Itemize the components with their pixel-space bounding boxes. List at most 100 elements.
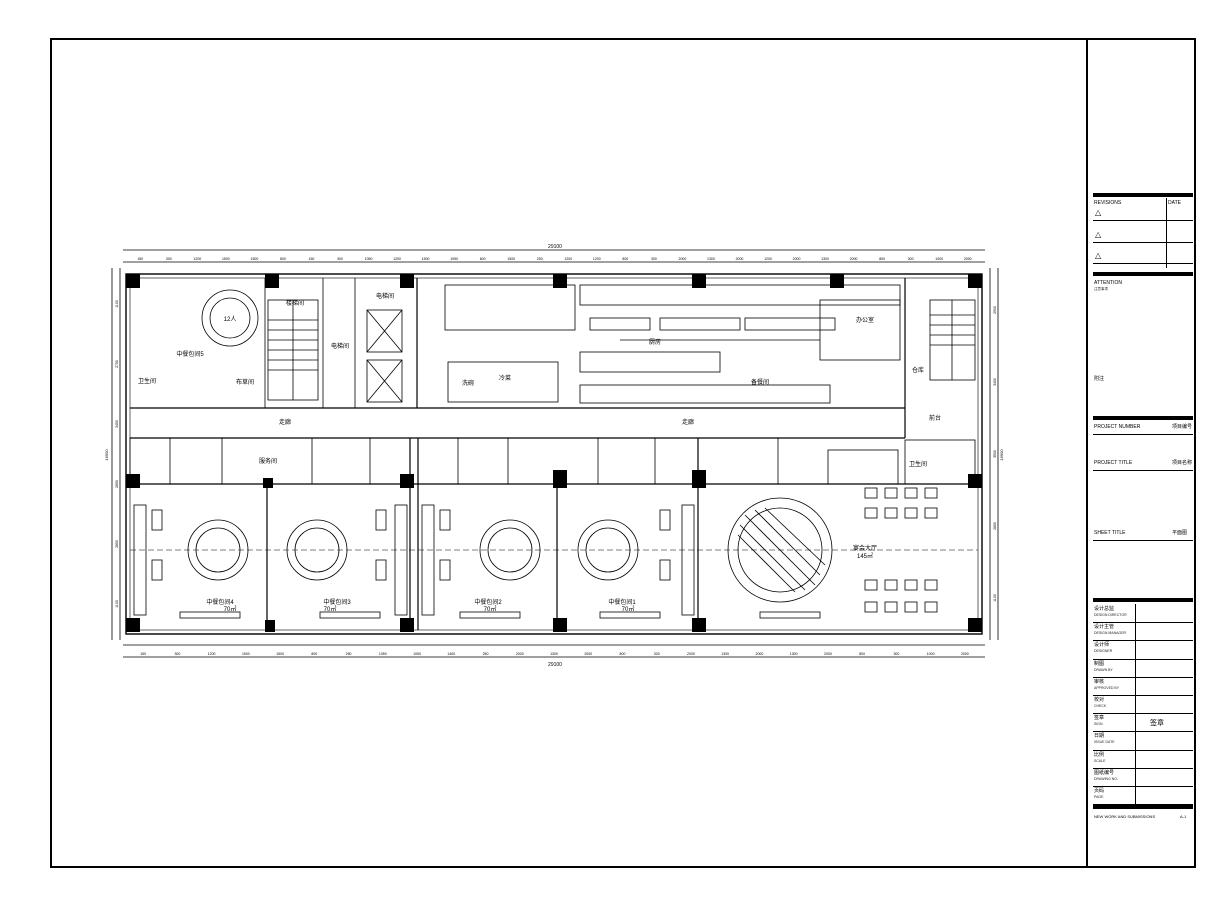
revisions-label: REVISIONS xyxy=(1094,200,1122,206)
approval-row-sublabel: DESIGN MANAGER xyxy=(1094,631,1127,636)
room-label-room-4: 中餐包间1 xyxy=(608,598,636,606)
dimension-label: 2850 xyxy=(115,540,119,548)
dimension-label: 2000 xyxy=(736,257,744,261)
divider xyxy=(1093,193,1193,197)
approval-row-sublabel: CHECK xyxy=(1094,704,1107,708)
drawing-border xyxy=(50,38,1196,868)
dimension-label: 1500 xyxy=(251,257,259,261)
approval-row-label: 日期 xyxy=(1094,733,1105,740)
dimension-label: 1300 xyxy=(707,257,715,261)
project-title-value: 项目名称 xyxy=(1172,460,1193,466)
room-label-room-3: 中餐包间2 xyxy=(474,598,502,606)
dimension-label: 300 xyxy=(651,257,657,261)
divider xyxy=(1093,416,1193,420)
dimension-label: 1500 xyxy=(276,652,284,656)
dimension-label: 1050 xyxy=(450,257,458,261)
dimension-label: 150 xyxy=(140,652,146,656)
approval-row-label: 比例 xyxy=(1094,751,1105,758)
room-label-service: 服务间 xyxy=(259,457,277,465)
attention-sub: 注意事项 xyxy=(1094,287,1108,291)
dimension-label: 1050 xyxy=(413,652,421,656)
dimension-label: 250 xyxy=(346,652,352,656)
dimension-label: 2000 xyxy=(584,652,592,656)
dimension-label: 250 xyxy=(537,257,543,261)
approval-row-label: 图纸编号 xyxy=(1094,769,1115,776)
dimension-label: 2000 xyxy=(793,257,801,261)
room-label-office: 办公室 xyxy=(856,316,874,324)
dimension-label: 3450 xyxy=(115,420,119,428)
dimension-label: 1200 xyxy=(208,652,216,656)
dimension-label: 300 xyxy=(654,652,660,656)
dimension-label: 800 xyxy=(859,652,865,656)
dimension-label: 2750 xyxy=(115,360,119,368)
overall-height-right: 16900 xyxy=(999,449,1004,461)
project-title-label: PROJECT TITLE xyxy=(1094,460,1133,466)
overall-height-left: 16900 xyxy=(104,449,109,461)
dimension-label: 1400 xyxy=(447,652,455,656)
room-label-vip-top-left: 中餐包间5 xyxy=(176,350,204,358)
footer-code: A-1 xyxy=(1180,814,1187,819)
room-label-corridor-right: 走廊 xyxy=(682,418,694,426)
project-number-value: 项目编号 xyxy=(1172,424,1193,430)
approval-row-sublabel: ISSUE DATE xyxy=(1094,740,1115,745)
approval-row-label: 设计师 xyxy=(1094,642,1110,649)
divider xyxy=(1093,598,1193,602)
dimension-label: 800 xyxy=(311,652,317,656)
approval-row-sublabel: SCALE xyxy=(1094,758,1106,763)
dimension-label: 300 xyxy=(166,257,172,261)
dimension-label: 2850 xyxy=(993,522,997,530)
room-label-cold: 冷菜 xyxy=(499,374,511,382)
dimension-label: 150 xyxy=(309,257,315,261)
room-label-wash: 洗碗 xyxy=(462,379,474,387)
dimension-label: 300 xyxy=(908,257,914,261)
title-block: REVISIONS DATE △ △ △ ATTENTION 注意事项 附注 P… xyxy=(1086,38,1196,868)
dimension-label: 2000 xyxy=(961,652,969,656)
dimension-label: 300 xyxy=(893,652,899,656)
room-area-room-4: 70㎡ xyxy=(622,605,635,613)
dimension-label: 2000 xyxy=(850,257,858,261)
room-label-room-1: 中餐包间4 xyxy=(206,598,234,606)
approval-row-sublabel: PAGE xyxy=(1094,795,1104,799)
signature-stamp: 签章 xyxy=(1150,720,1164,727)
room-area-room-3: 70㎡ xyxy=(484,605,497,613)
room-label-front: 前台 xyxy=(929,414,941,422)
dimension-label: 2900 xyxy=(993,306,997,314)
dimension-label: 2000 xyxy=(679,257,687,261)
dimension-label: 300 xyxy=(337,257,343,261)
dimension-label: 1200 xyxy=(764,257,772,261)
approval-row-sublabel: DESIGNER xyxy=(1094,649,1113,654)
dimension-label: 1500 xyxy=(507,257,515,261)
dimension-label: 800 xyxy=(620,652,626,656)
room-area-room-2: 70㎡ xyxy=(324,605,337,613)
approval-row-sublabel: APPROVED BY xyxy=(1094,685,1120,690)
room-label-linen: 布草间 xyxy=(236,378,254,386)
dimension-label: 1100 xyxy=(115,300,119,308)
room-label-room-2: 中餐包间3 xyxy=(323,598,351,606)
room-label-wash-small: 卫生间 xyxy=(909,460,927,468)
room-seats-vip-top-left: 12人 xyxy=(224,316,237,323)
room-label-toilet: 卫生间 xyxy=(138,377,156,385)
dimension-label: 3450 xyxy=(993,378,997,386)
footer-label: NEW WORK AND SUBMISSIONS xyxy=(1094,814,1156,819)
room-label-kitchen: 厨房 xyxy=(649,338,661,346)
dimension-label: 1100 xyxy=(993,594,997,602)
room-label-prep: 备餐间 xyxy=(751,378,769,386)
room-label-elevator-hall: 电梯间 xyxy=(331,342,349,350)
revision-triangle-icon: △ xyxy=(1095,208,1102,217)
approval-row-sublabel: SIGN xyxy=(1094,722,1103,727)
dimension-label: 1300 xyxy=(790,652,798,656)
overall-dimension-bottom: 29100 xyxy=(548,662,562,668)
dimension-label: 2000 xyxy=(687,652,695,656)
dimension-label: 150 xyxy=(137,257,143,261)
sheet-title-value: 平面图 xyxy=(1172,530,1188,536)
dimension-label: 1200 xyxy=(393,257,401,261)
overall-dimension-top: 29100 xyxy=(548,244,562,250)
approval-row-label: 页码 xyxy=(1094,788,1105,794)
room-area-banquet: 145㎡ xyxy=(857,552,873,560)
dimension-label: 1000 xyxy=(935,257,943,261)
dimension-label: 1200 xyxy=(593,257,601,261)
dimension-label: 1050 xyxy=(365,257,373,261)
room-area-room-1: 70㎡ xyxy=(224,605,237,613)
dimension-label: 1500 xyxy=(222,257,230,261)
